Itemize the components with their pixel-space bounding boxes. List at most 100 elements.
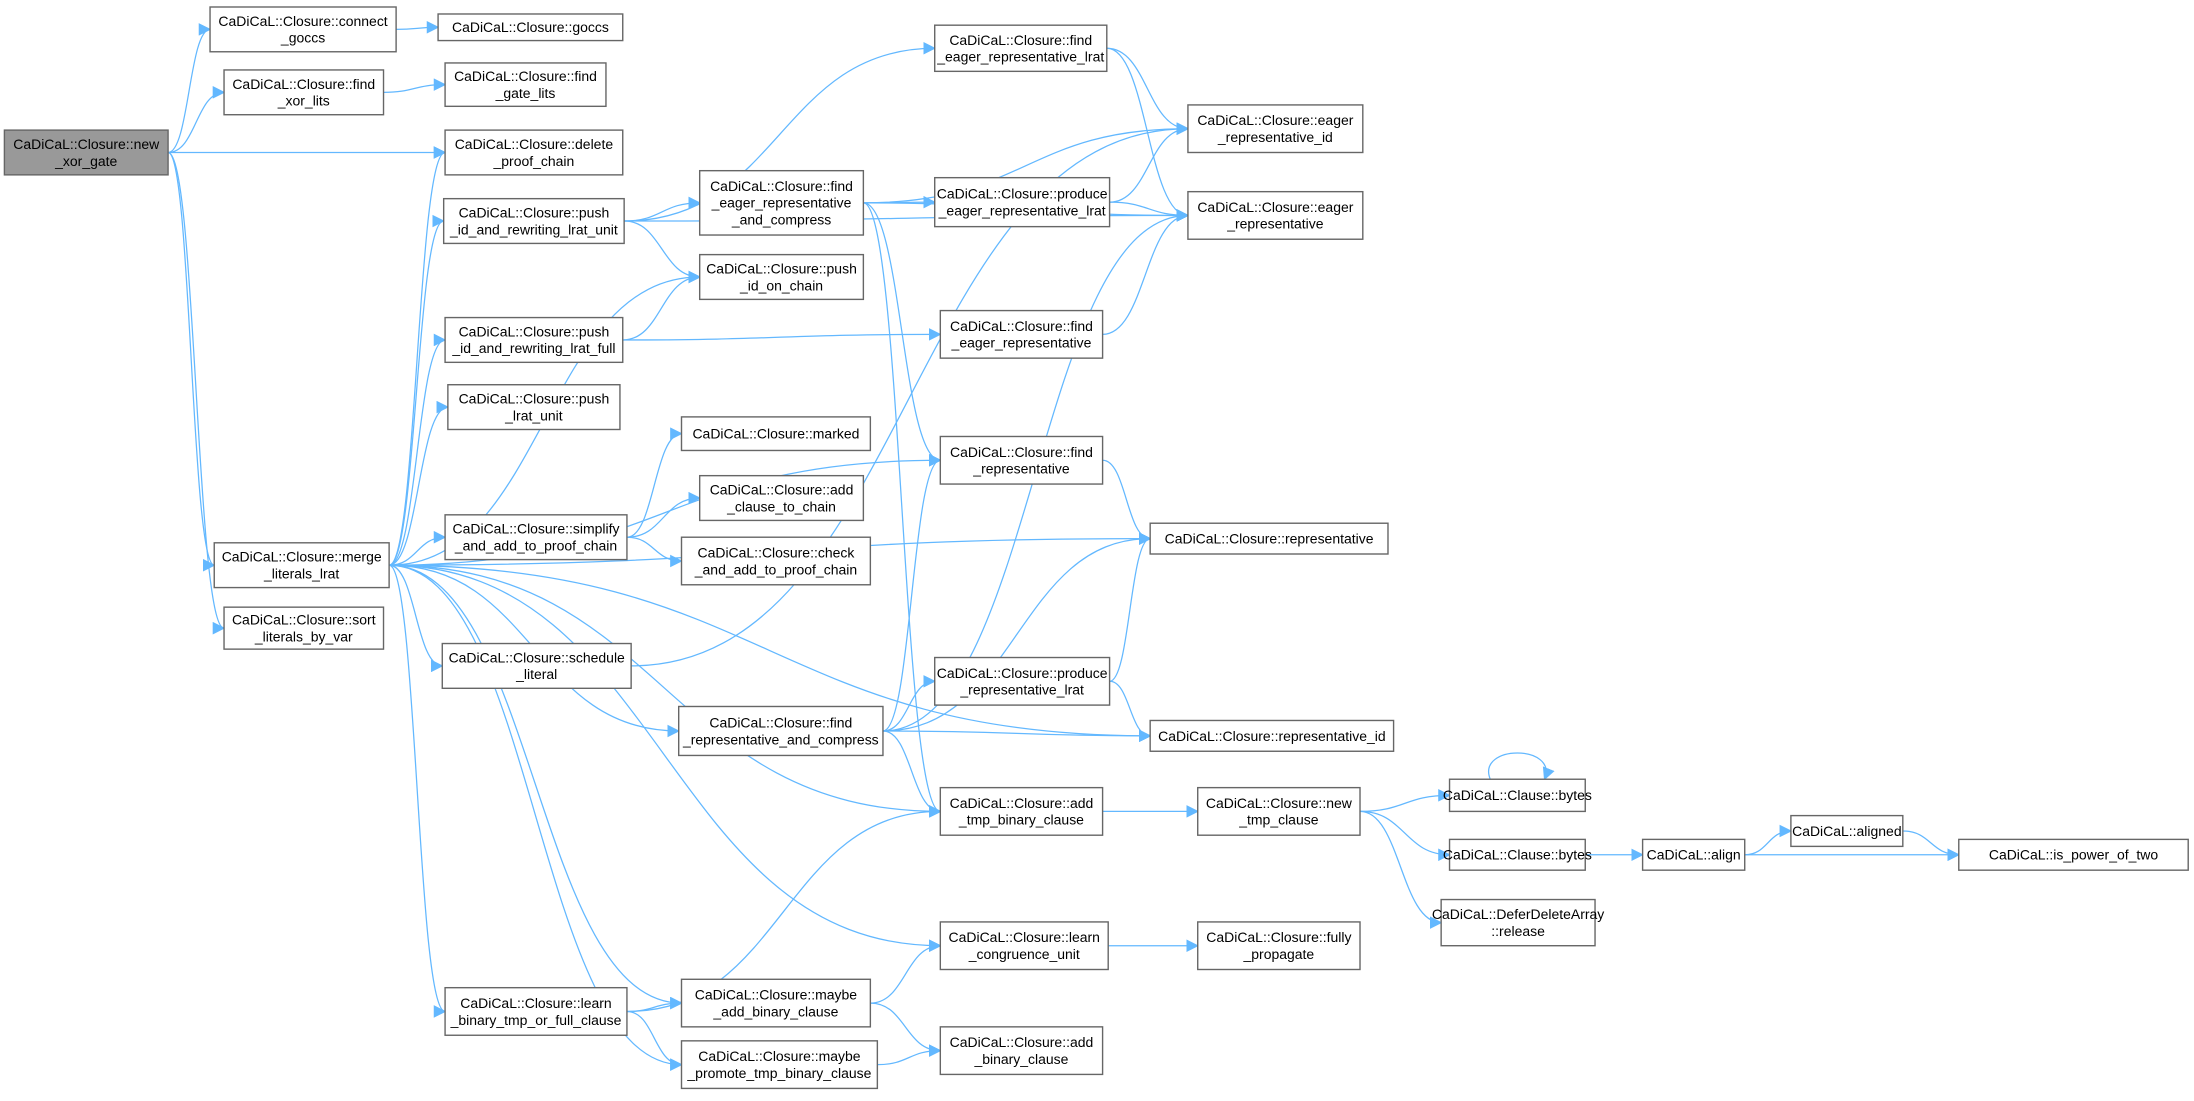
node-rep-id[interactable]: CaDiCaL::Closure::representative_id: [1149, 719, 1395, 752]
node-add-binary[interactable]: CaDiCaL::Closure::add_binary_clause: [939, 1026, 1104, 1076]
node-box: [939, 921, 1109, 971]
node-box: [939, 786, 1104, 836]
node-label: _binary_tmp_or_full_clause: [450, 1012, 622, 1028]
node-find-xor-lits[interactable]: CaDiCaL::Closure::find_xor_lits: [223, 69, 385, 116]
edge-merge-to-learn_binary: [388, 564, 447, 1018]
node-box: [1958, 838, 2189, 871]
node-learn-congruence-unit[interactable]: CaDiCaL::Closure::learn_congruence_unit: [939, 921, 1109, 971]
node-simplify[interactable]: CaDiCaL::Closure::simplify_and_add_to_pr…: [444, 514, 628, 561]
node-push-full[interactable]: CaDiCaL::Closure::push_id_and_rewriting_…: [444, 316, 624, 364]
node-label: _propagate: [1243, 946, 1315, 962]
edge-find_eager_compress-to-find_rep: [863, 202, 942, 467]
node-connect-goccs[interactable]: CaDiCaL::Closure::connect_goccs: [209, 6, 397, 53]
node-label: _literals_lrat: [263, 565, 339, 581]
node-box: [213, 542, 390, 589]
edge-new_xor_gate-to-find_xor_lits: [168, 86, 226, 154]
node-label: CaDiCaL::Closure::add: [950, 795, 1094, 811]
node-label: CaDiCaL::Closure::learn: [460, 995, 611, 1011]
node-label: _tmp_binary_clause: [958, 812, 1084, 828]
node-eager-rep[interactable]: CaDiCaL::Closure::eager_representative: [1187, 190, 1364, 240]
node-box: [698, 253, 865, 301]
node-box: [441, 642, 632, 689]
node-label: CaDiCaL::Closure::goccs: [452, 19, 609, 35]
node-label: CaDiCaL::Closure::find: [710, 178, 853, 194]
node-box: [1149, 719, 1395, 752]
edge-new_tmp_clause-to-release: [1360, 810, 1443, 929]
node-box: [444, 316, 624, 364]
node-align[interactable]: CaDiCaL::align: [1641, 838, 1746, 871]
node-delete-proof-chain[interactable]: CaDiCaL::Closure::delete_proof_chain: [444, 129, 624, 176]
edge-maybe_add_binary-to-add_binary: [870, 1002, 942, 1057]
node-representative[interactable]: CaDiCaL::Closure::representative: [1149, 522, 1389, 555]
edge-merge-to-rep_id: [389, 564, 1152, 743]
node-eager-rep-id[interactable]: CaDiCaL::Closure::eager_representative_i…: [1187, 104, 1364, 154]
node-label: CaDiCaL::Closure::delete: [455, 136, 614, 152]
node-label: CaDiCaL::Closure::find: [950, 318, 1093, 334]
edge-find_rep-to-representative: [1102, 459, 1152, 545]
node-label: _tmp_clause: [1238, 812, 1318, 828]
node-label: _binary_clause: [973, 1051, 1068, 1067]
node-push-id-on-chain[interactable]: CaDiCaL::Closure::push_id_on_chain: [698, 253, 865, 301]
node-box: [1149, 522, 1389, 555]
node-release[interactable]: CaDiCaL::DeferDeleteArray::release: [1432, 898, 1604, 947]
node-check-and-add[interactable]: CaDiCaL::Closure::check_and_add_to_proof…: [680, 536, 872, 586]
node-find-rep-compress[interactable]: CaDiCaL::Closure::find_representative_an…: [678, 705, 884, 757]
edge-find_eager_compress-to-eager_rep_id: [863, 122, 1190, 204]
node-find-rep[interactable]: CaDiCaL::Closure::find_representative: [939, 435, 1104, 485]
node-produce-rep-lrat[interactable]: CaDiCaL::Closure::produce_representative…: [934, 656, 1111, 706]
node-bytes1[interactable]: CaDiCaL::Clause::bytes: [1443, 778, 1592, 813]
node-label: _and_add_to_proof_chain: [454, 538, 617, 554]
node-goccs[interactable]: CaDiCaL::Closure::goccs: [437, 13, 624, 42]
edge-find_rep_compress-to-rep_id: [882, 729, 1152, 743]
node-aligned[interactable]: CaDiCaL::aligned: [1790, 814, 1904, 848]
edge-new_xor_gate-to-sort: [167, 151, 226, 635]
node-label: CaDiCaL::Closure::fully: [1206, 929, 1351, 945]
node-box: [223, 606, 385, 650]
edge-push_unit-to-find_eager_compress: [624, 196, 701, 222]
node-push-unit[interactable]: CaDiCaL::Closure::push_id_and_rewriting_…: [442, 197, 625, 245]
node-label: CaDiCaL::Closure::eager: [1197, 112, 1353, 128]
node-box: [680, 536, 872, 586]
node-label: CaDiCaL::Closure::find: [709, 714, 852, 730]
node-find-eager[interactable]: CaDiCaL::Closure::find_eager_representat…: [939, 309, 1104, 359]
node-new-tmp-clause[interactable]: CaDiCaL::Closure::new_tmp_clause: [1197, 786, 1361, 836]
node-schedule[interactable]: CaDiCaL::Closure::schedule_literal: [441, 642, 632, 689]
node-box: [934, 24, 1108, 73]
node-label: CaDiCaL::Closure::check: [698, 544, 855, 560]
node-new-xor-gate[interactable]: CaDiCaL::Closure::new_xor_gate: [3, 129, 169, 176]
node-add-tmp-binary[interactable]: CaDiCaL::Closure::add_tmp_binary_clause: [939, 786, 1104, 836]
node-label: _representative_lrat: [959, 682, 1084, 698]
node-label: CaDiCaL::is_power_of_two: [1989, 847, 2158, 863]
node-bytes2[interactable]: CaDiCaL::Clause::bytes: [1443, 838, 1592, 871]
node-sort[interactable]: CaDiCaL::Closure::sort_literals_by_var: [223, 606, 385, 650]
node-maybe-promote[interactable]: CaDiCaL::Closure::maybe_promote_tmp_bina…: [680, 1040, 879, 1090]
node-find-gate-lits[interactable]: CaDiCaL::Closure::find_gate_lits: [444, 62, 607, 108]
node-label: CaDiCaL::Closure::new: [1206, 795, 1353, 811]
node-label: _and_compress: [731, 212, 831, 228]
edges: [167, 20, 1961, 1071]
edge-new_tmp_clause-to-bytes1: [1360, 789, 1451, 813]
node-fully-propagate[interactable]: CaDiCaL::Closure::fully_propagate: [1197, 921, 1361, 971]
node-box: [680, 416, 872, 452]
node-add-clause-to-chain[interactable]: CaDiCaL::Closure::add_clause_to_chain: [698, 474, 865, 522]
node-marked[interactable]: CaDiCaL::Closure::marked: [680, 416, 872, 452]
node-label: CaDiCaL::Closure::new: [13, 136, 160, 152]
node-is-power-of-two[interactable]: CaDiCaL::is_power_of_two: [1958, 838, 2189, 871]
edge-merge-to-push_lrat_unit: [388, 400, 450, 566]
node-produce-eager-lrat[interactable]: CaDiCaL::Closure::produce_eager_represen…: [934, 176, 1111, 228]
node-box: [1448, 778, 1586, 813]
node-label: _id_on_chain: [739, 277, 823, 293]
node-push-lrat-unit[interactable]: CaDiCaL::Closure::push_lrat_unit: [447, 384, 621, 431]
node-find-eager-lrat[interactable]: CaDiCaL::Closure::find_eager_representat…: [934, 24, 1108, 73]
node-merge[interactable]: CaDiCaL::Closure::merge_literals_lrat: [213, 542, 390, 589]
node-label: _add_binary_clause: [712, 1003, 838, 1019]
node-box: [442, 197, 625, 245]
node-label: CaDiCaL::Closure::connect: [218, 13, 387, 29]
node-box: [939, 309, 1104, 359]
node-maybe-add-binary[interactable]: CaDiCaL::Closure::maybe_add_binary_claus…: [680, 978, 872, 1028]
edge-produce_rep_lrat-to-rep_id: [1109, 680, 1152, 743]
node-find-eager-compress[interactable]: CaDiCaL::Closure::find_eager_representat…: [698, 169, 865, 236]
node-learn-binary[interactable]: CaDiCaL::Closure::learn_binary_tmp_or_fu…: [444, 986, 628, 1036]
node-label: CaDiCaL::Closure::add: [950, 1034, 1094, 1050]
edge-merge-to-learn_congruence_unit: [389, 564, 942, 952]
